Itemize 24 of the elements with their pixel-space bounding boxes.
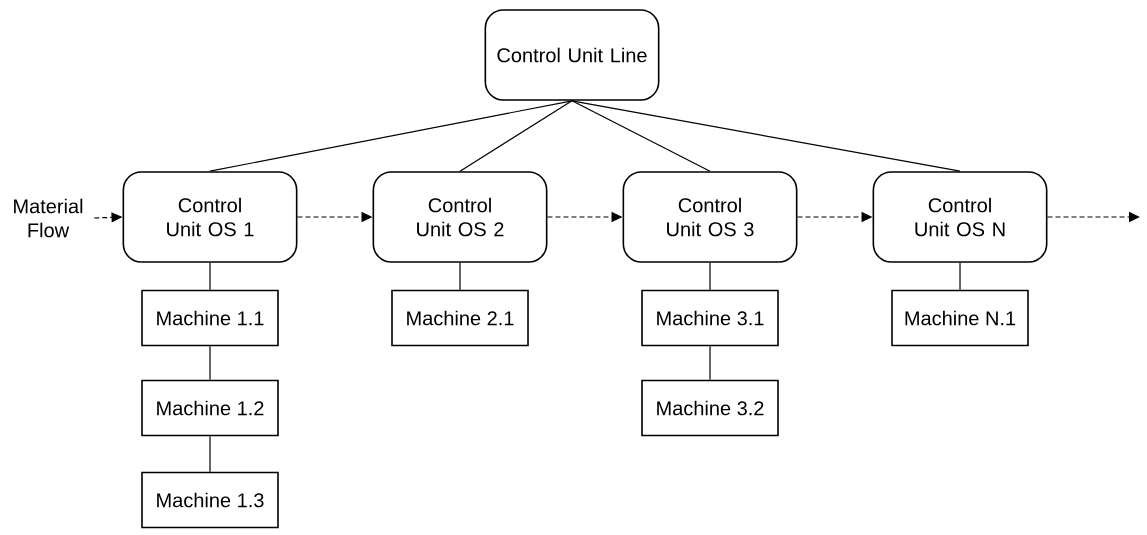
connector-line bbox=[209, 435, 211, 473]
connector-line bbox=[459, 262, 461, 291]
unit-box: Control Unit OS 1 bbox=[122, 171, 298, 263]
machine-box: Machine 3.2 bbox=[641, 379, 779, 437]
connector-line bbox=[709, 345, 711, 381]
connector-line bbox=[709, 262, 711, 291]
machine-box: Machine N.1 bbox=[891, 289, 1029, 347]
machine-box: Machine 3.1 bbox=[641, 289, 779, 347]
flow-label: Material Flow bbox=[14, 198, 83, 238]
machine-box: Machine 1.2 bbox=[141, 379, 279, 437]
connector-line bbox=[571, 100, 961, 172]
machine-box: Machine 2.1 bbox=[391, 289, 529, 347]
connector-line bbox=[209, 345, 211, 381]
unit-box: Control Unit OS N bbox=[872, 171, 1048, 263]
unit-box: Control Unit OS 3 bbox=[622, 171, 798, 263]
connector-line bbox=[959, 262, 961, 291]
unit-box: Control Unit OS 2 bbox=[372, 171, 548, 263]
connector-line bbox=[209, 262, 211, 291]
connector-line bbox=[209, 100, 573, 172]
connector-line bbox=[459, 100, 573, 172]
connector-line bbox=[571, 100, 711, 172]
machine-box: Machine 1.3 bbox=[141, 471, 279, 529]
unit-box: Control Unit Line bbox=[484, 9, 660, 101]
machine-box: Machine 1.1 bbox=[141, 289, 279, 347]
